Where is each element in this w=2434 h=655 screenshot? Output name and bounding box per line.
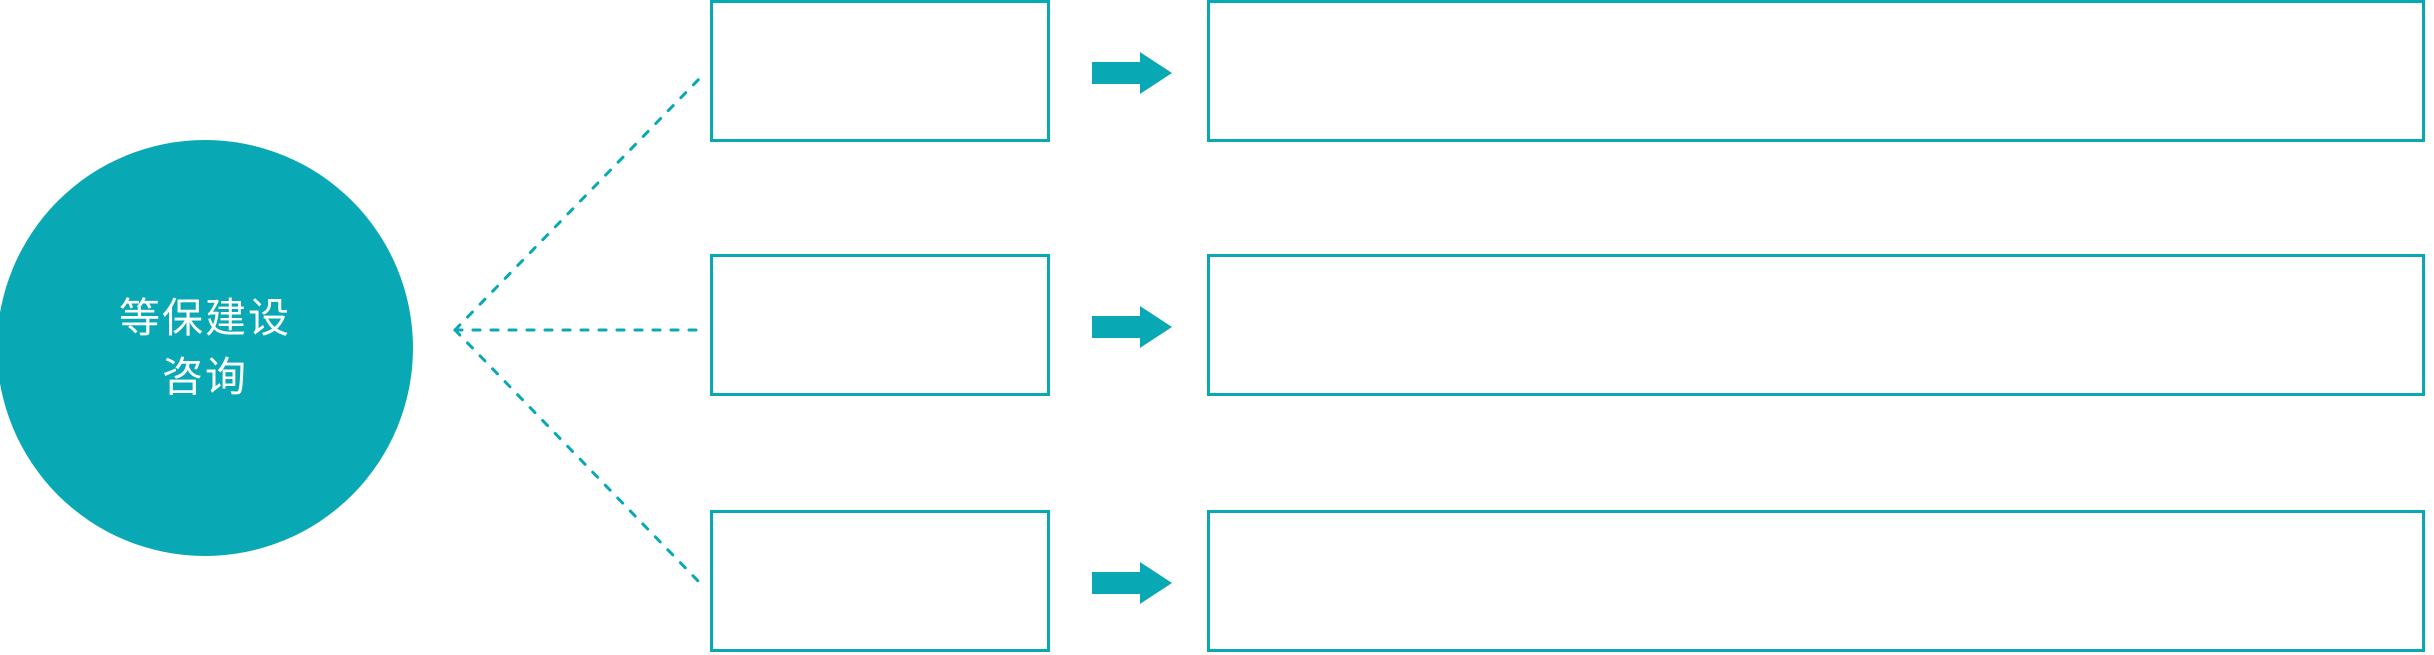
arrow-shaft: [1092, 62, 1144, 84]
arrow-head: [1140, 52, 1172, 94]
right-arrow-icon: [1092, 52, 1172, 94]
content-row: [0, 0, 2434, 145]
stage-box[interactable]: [710, 0, 1050, 142]
stage-box[interactable]: [710, 510, 1050, 652]
arrow-shaft: [1092, 572, 1144, 594]
detail-box[interactable]: [1207, 0, 2425, 142]
content-row: [0, 510, 2434, 655]
stage-box[interactable]: [710, 254, 1050, 396]
hub-label-line-2: 咨询: [162, 353, 248, 401]
detail-box[interactable]: [1207, 254, 2425, 396]
arrow-shaft: [1092, 316, 1144, 338]
right-arrow-icon: [1092, 562, 1172, 604]
hub-circle[interactable]: 等保建设 咨询: [0, 140, 413, 556]
detail-box[interactable]: [1207, 510, 2425, 652]
content-row: [0, 254, 2434, 399]
hub-label-line-1: 等保建设: [119, 293, 291, 342]
arrow-head: [1140, 562, 1172, 604]
right-arrow-icon: [1092, 306, 1172, 348]
arrow-head: [1140, 306, 1172, 348]
